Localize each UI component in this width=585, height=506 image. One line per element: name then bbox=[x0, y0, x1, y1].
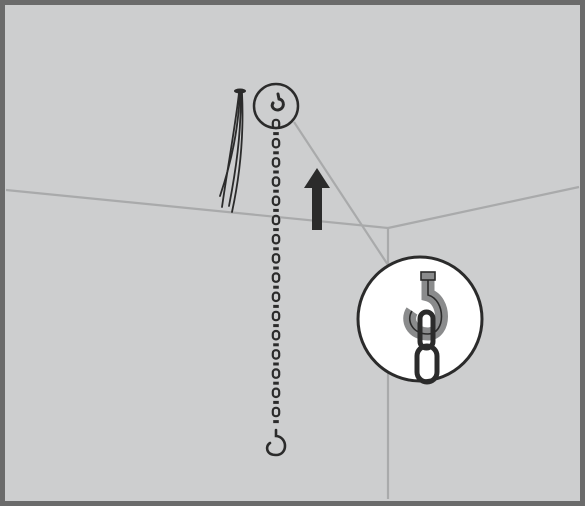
hook-callout-circle bbox=[252, 82, 300, 130]
electrical-wires-icon bbox=[219, 88, 246, 213]
up-arrow-icon bbox=[304, 168, 330, 230]
ceiling-hook-icon bbox=[270, 92, 285, 112]
chain-end-hook-icon bbox=[265, 428, 287, 457]
magnified-hook-icon bbox=[403, 271, 448, 341]
magnified-detail bbox=[356, 255, 484, 385]
magnified-chain-links-icon bbox=[414, 309, 440, 385]
